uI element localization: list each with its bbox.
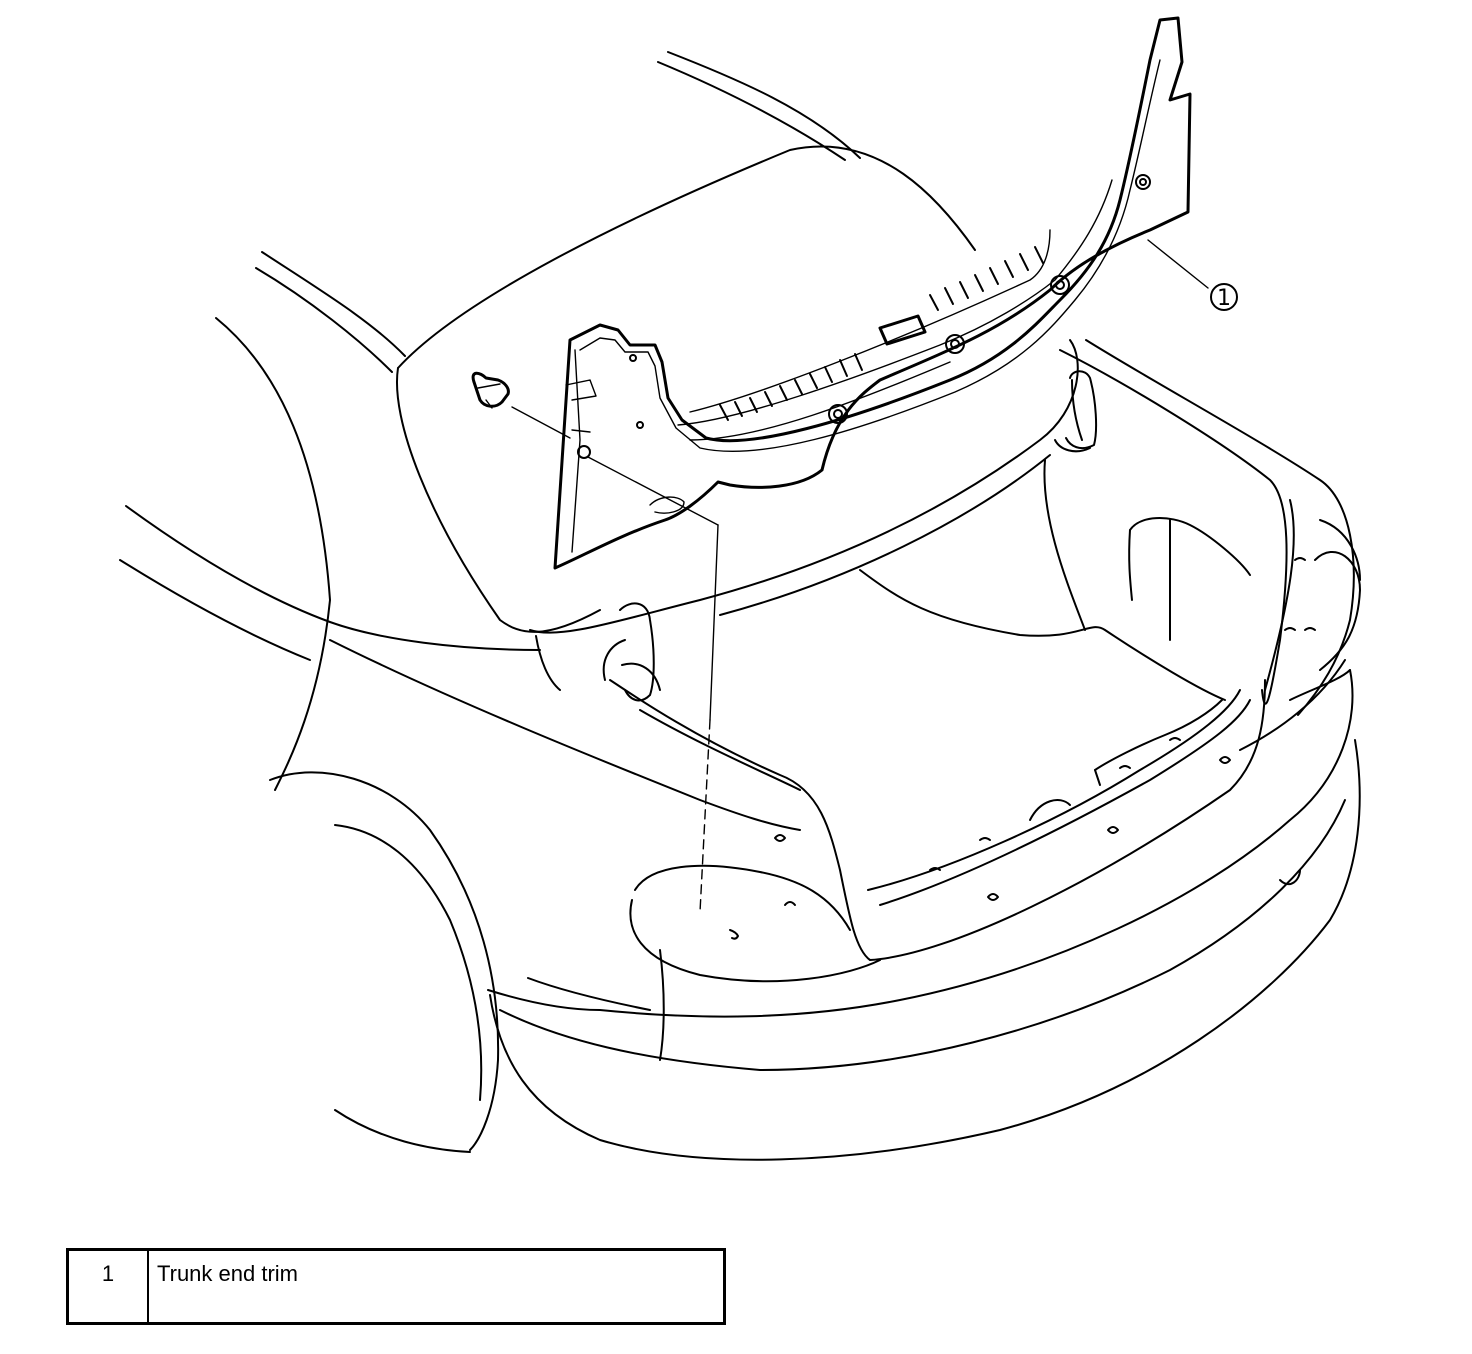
- clip-holes: [729, 557, 1316, 940]
- trim-latch-opening: [878, 314, 927, 346]
- callout-1-circle: [1210, 283, 1238, 311]
- body-left-side: [119, 317, 801, 1153]
- parts-legend-table: 1 Trunk end trim: [66, 1248, 726, 1325]
- legend-row-number: 1: [66, 1248, 149, 1325]
- trim-ridges: [719, 246, 1044, 421]
- roof-outline: [255, 51, 861, 373]
- callout-1: 1: [1210, 283, 1238, 311]
- trim-fastener-holes: [577, 174, 1151, 459]
- legend-row-description: Trunk end trim: [147, 1248, 726, 1325]
- retaining-clip: [471, 371, 510, 409]
- legend-row: 1 Trunk end trim: [66, 1248, 726, 1325]
- trunk-interior: [859, 459, 1251, 821]
- trunk-hinges: [602, 370, 1098, 702]
- assembly-lines: [511, 239, 1209, 913]
- trunk-lid: [396, 145, 1079, 691]
- rear-bumper: [487, 519, 1361, 1161]
- trunk-trim-illustration: 1: [119, 16, 1361, 1161]
- trunk-end-trim: [553, 16, 1192, 570]
- callout-1-label: 1: [1217, 286, 1231, 311]
